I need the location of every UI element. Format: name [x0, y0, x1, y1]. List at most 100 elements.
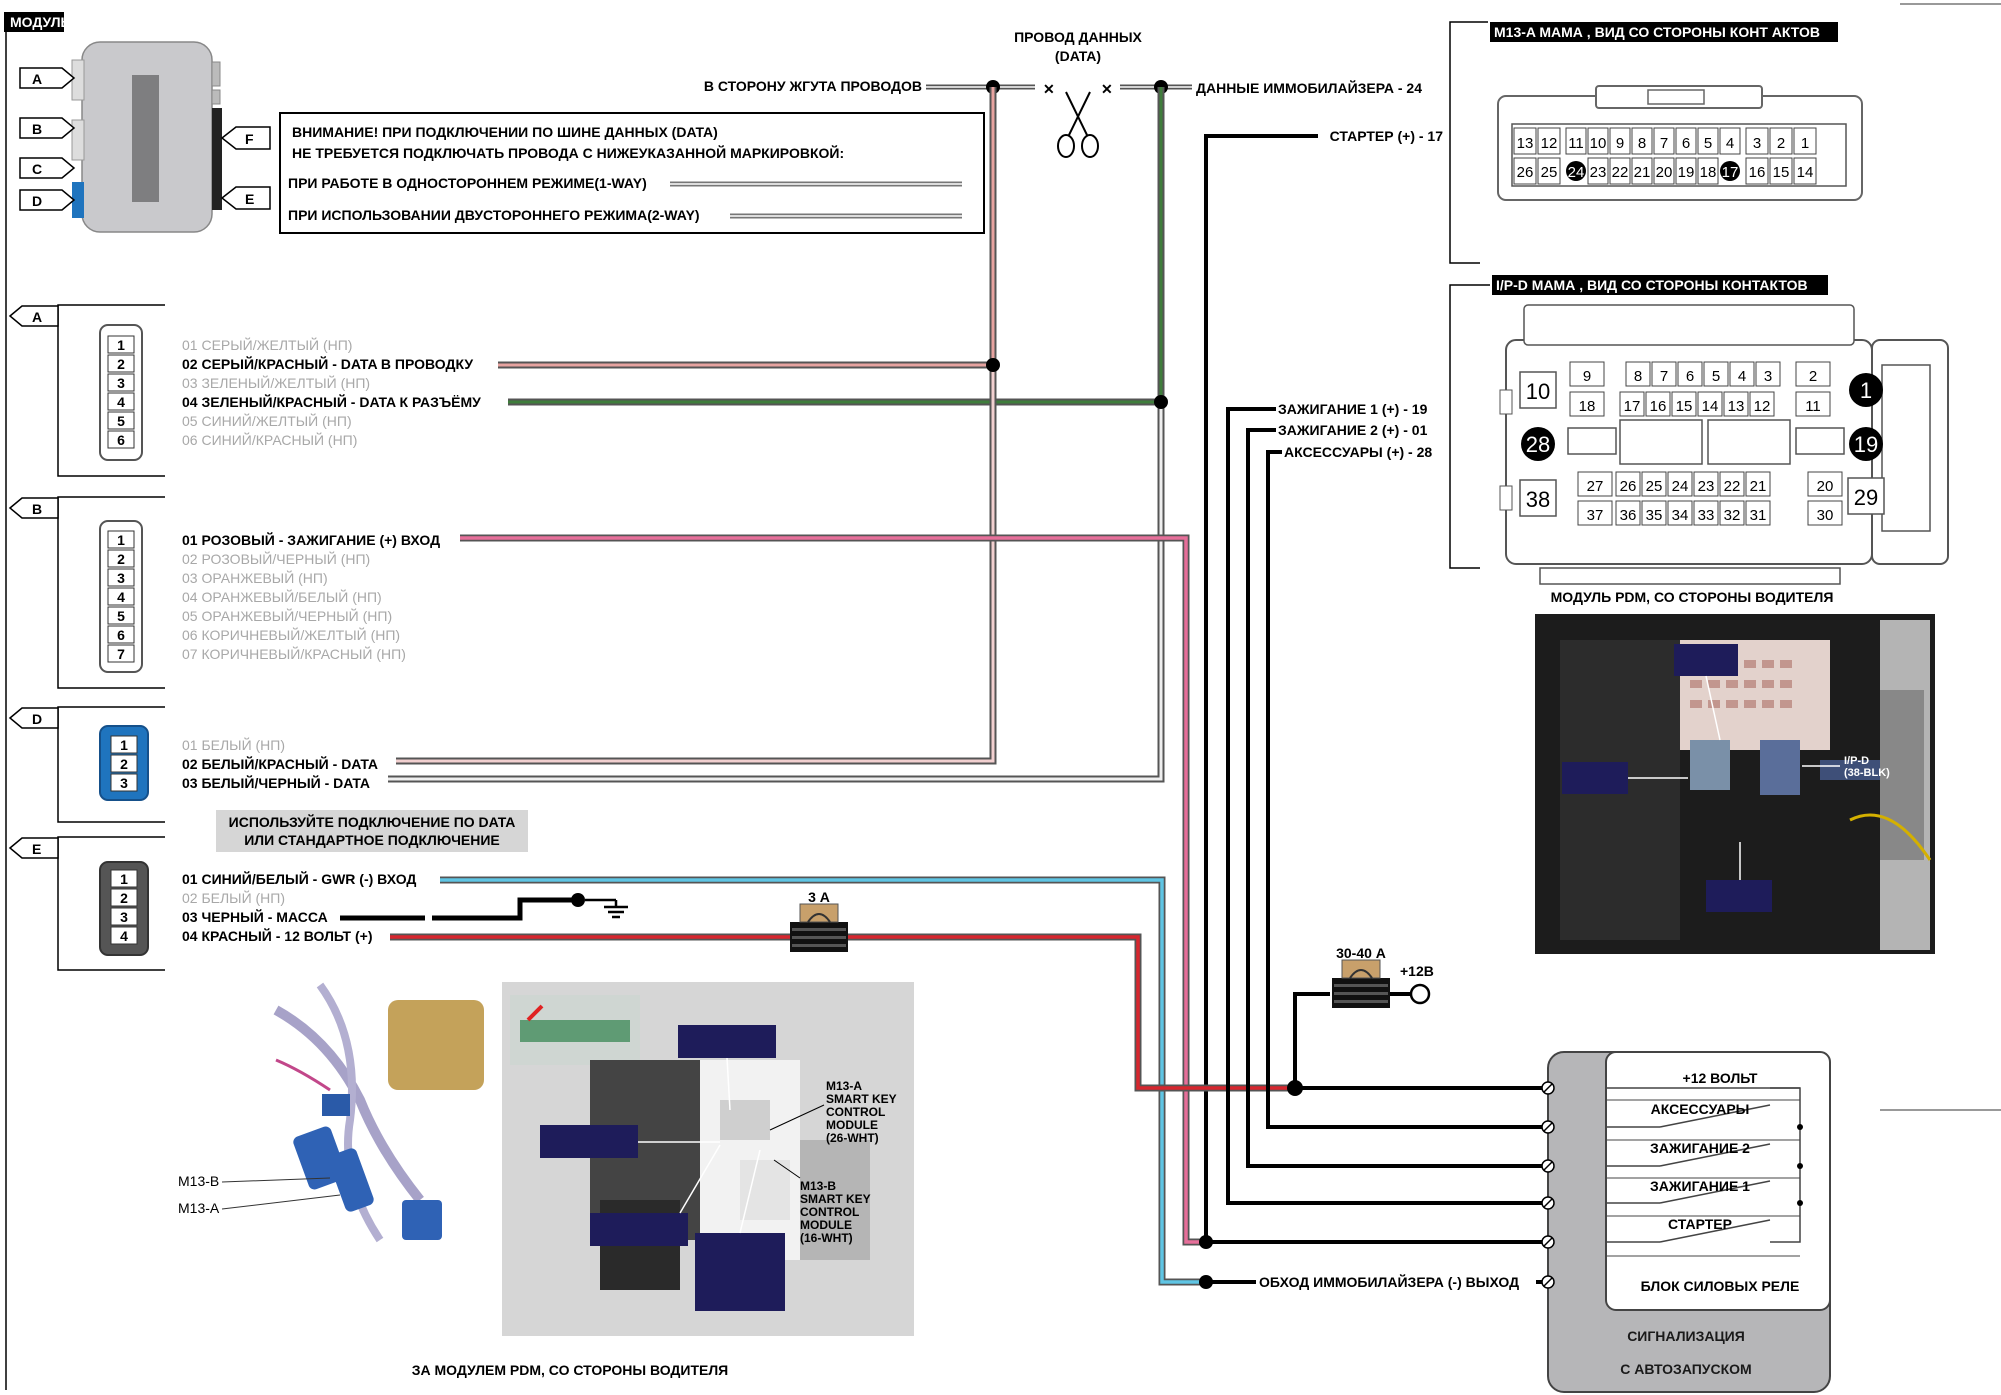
svg-text:29: 29 — [1854, 485, 1878, 510]
connector_b-pin-number: 6 — [117, 627, 125, 643]
ipd-cavity — [1719, 471, 1745, 497]
ipd-cavity — [1667, 471, 1693, 497]
ipd-cavity-number: 2 — [1809, 368, 1817, 385]
ipd-cavity-number: 14 — [1702, 398, 1719, 415]
connector_e-wire-label: 02 БЕЛЫЙ (НП) — [182, 889, 285, 906]
m13b-label: M13-B — [178, 1173, 219, 1189]
relay-label: АКСЕССУАРЫ — [1651, 1101, 1750, 1117]
connector_b-pin-box — [107, 587, 135, 606]
ipd-cavity-number: 31 — [1750, 507, 1767, 524]
fuse-main-label: 30-40 А — [1336, 945, 1386, 961]
ipd-cavity — [1807, 471, 1843, 497]
m13a-cavity-number: 6 — [1682, 135, 1690, 152]
m13a-cavity-used — [1566, 161, 1586, 181]
smart-b-line: (16-WHT) — [800, 1231, 853, 1245]
ipd-cavity-number: 35 — [1646, 507, 1663, 524]
svg-text:A: A — [32, 309, 42, 325]
ipd-cavity — [1569, 391, 1605, 417]
m13a-cavity-number: 3 — [1753, 135, 1761, 152]
connector_b-pin-box — [107, 549, 135, 568]
m13a-cavity-number: 9 — [1616, 135, 1624, 152]
connector_e-pin-number: 4 — [120, 928, 128, 944]
m13a-cavity-number: 21 — [1634, 164, 1651, 181]
m13a-cavity-number: 22 — [1612, 164, 1629, 181]
connector-d-pins: 123 — [110, 735, 138, 792]
connector_e-wire-label: 03 ЧЕРНЫЙ - МАССА — [182, 908, 328, 925]
starter-label: СТАРТЕР (+) - 17 — [1330, 128, 1444, 144]
m13a-connector: M13-A МАМА , ВИД СО СТОРОНЫ КОНТ АКТОВ 1… — [1449, 21, 1863, 264]
connector_b-pin-number: 2 — [117, 551, 125, 567]
module-label-area — [132, 75, 159, 202]
m13a-cavity-number: 5 — [1704, 135, 1712, 152]
connector_b-pin-box — [107, 625, 135, 644]
connector_a-wire-label: 04 ЗЕЛЕНЫЙ/КРАСНЫЙ - DATA К РАЗЪЁМУ — [182, 393, 481, 410]
ipd-cavity-number: 11 — [1805, 398, 1821, 415]
connector_d-wire-label: 03 БЕЛЫЙ/ЧЕРНЫЙ - DATA — [182, 774, 370, 791]
ipd-cavity — [1645, 391, 1671, 417]
ipd-cavity — [1641, 500, 1667, 526]
m13a-cavity-number: 17 — [1722, 164, 1739, 181]
m13a-cavity-number: 25 — [1541, 164, 1558, 181]
m13a-cavity — [1769, 127, 1793, 155]
ipd-cavity — [1693, 471, 1719, 497]
smart-b-line: M13-B — [800, 1179, 836, 1193]
m13a-cavity-number: 18 — [1700, 164, 1717, 181]
ipd-cavity-number: 26 — [1620, 478, 1637, 495]
relay-label: ЗАЖИГАНИЕ 1 — [1650, 1178, 1750, 1194]
m13a-cavity-number: 8 — [1638, 135, 1646, 152]
m13a-cavity-number: 26 — [1517, 164, 1534, 181]
connector-a-wires: 01 СЕРЫЙ/ЖЕЛТЫЙ (НП)02 СЕРЫЙ/КРАСНЫЙ - D… — [182, 336, 481, 448]
supply-label: +12В — [1400, 963, 1434, 979]
ipd-cavity — [1615, 500, 1641, 526]
m13a-cavity-used — [1720, 161, 1740, 181]
connector_e-pin-box — [110, 888, 138, 907]
connector_b-pin-number: 5 — [117, 608, 125, 624]
ipd-cavity — [1719, 500, 1745, 526]
connector_b-wire-label: 06 КОРИЧНЕВЫЙ/ЖЕЛТЫЙ (НП) — [182, 626, 400, 643]
ipd-cavity-number: 34 — [1672, 507, 1689, 524]
m13a-cavity — [1609, 157, 1631, 185]
m13a-cavity — [1631, 157, 1653, 185]
ipd-cavity — [1677, 361, 1703, 387]
smart-b-line: MODULE — [800, 1218, 852, 1232]
smart-b-line: SMART KEY — [800, 1192, 871, 1206]
connector_b-pin-number: 4 — [117, 589, 125, 605]
connector_d-pin-number: 1 — [120, 737, 128, 753]
m13a-cavity-number: 23 — [1590, 164, 1607, 181]
warning-box: ВНИМАНИЕ! ПРИ ПОДКЛЮЧЕНИИ ПО ШИНЕ ДАННЫХ… — [279, 112, 985, 234]
alarm-title-1: СИГНАЛИЗАЦИЯ — [1627, 1328, 1745, 1344]
m13a-cavity-number: 10 — [1590, 135, 1607, 152]
warning-line1: ВНИМАНИЕ! ПРИ ПОДКЛЮЧЕНИИ ПО ШИНЕ ДАННЫХ… — [292, 124, 718, 140]
tag-b: B — [19, 117, 76, 139]
m13a-cavity-number: 4 — [1726, 135, 1734, 152]
scissors-icon — [1057, 91, 1099, 158]
m13a-cavity-number: 24 — [1568, 164, 1585, 181]
svg-text:E: E — [32, 841, 41, 857]
m13a-cavity-number: 13 — [1517, 135, 1534, 152]
tag-e: E — [220, 186, 271, 210]
ipd-cavity — [1745, 471, 1771, 497]
ign2-label: ЗАЖИГАНИЕ 2 (+) - 01 — [1278, 422, 1428, 438]
ipd-cavity-number: 5 — [1712, 368, 1720, 385]
svg-text:(DATA): (DATA) — [1055, 48, 1101, 64]
m13a-cavity — [1697, 127, 1719, 155]
ipd-cavity — [1693, 500, 1719, 526]
pdm-ipd-label1: I/P-D — [1844, 755, 1869, 767]
connector_e-pin-number: 2 — [120, 890, 128, 906]
connector_a-pin-number: 6 — [117, 432, 125, 448]
connector_b-pin-box — [107, 644, 135, 663]
m13a-cavity-number: 7 — [1660, 135, 1668, 152]
connector_a-wire-label: 05 СИНИЙ/ЖЕЛТЫЙ (НП) — [182, 412, 352, 429]
connector_b-pin-number: 7 — [117, 646, 125, 662]
relay-label: СТАРТЕР — [1668, 1216, 1732, 1232]
m13a-cavity — [1675, 157, 1697, 185]
smart-a-line: M13-A — [826, 1079, 862, 1093]
connector_b-wire-label: 01 РОЗОВЫЙ - ЗАЖИГАНИЕ (+) ВХОД — [182, 531, 440, 548]
connector-e: E ИСПОЛЬЗУЙТЕ ПОДКЛЮЧЕНИЕ ПО DATA ИЛИ СТ… — [8, 810, 528, 971]
connector_d-wire-label: 01 БЕЛЫЙ (НП) — [182, 736, 285, 753]
relay-block-label: БЛОК СИЛОВЫХ РЕЛЕ — [1641, 1278, 1800, 1294]
